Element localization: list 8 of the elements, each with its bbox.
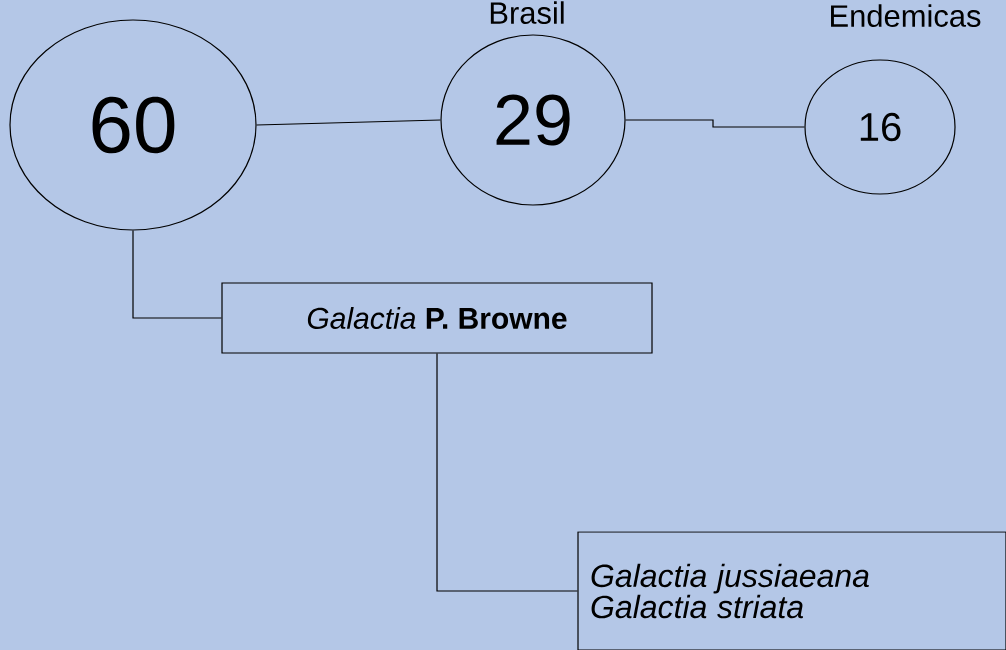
circle-caption: Endemicas	[831, 4, 981, 27]
species-list-box: Galactia jussiaeana Galactia striata	[577, 531, 1006, 650]
circle-caption: Brasil	[490, 1, 564, 24]
connector-line	[256, 119, 441, 126]
genus-box: Galactia P. Browne	[221, 282, 653, 354]
connector-line	[132, 230, 222, 319]
connector-line	[625, 119, 805, 128]
connector-line	[436, 353, 578, 592]
